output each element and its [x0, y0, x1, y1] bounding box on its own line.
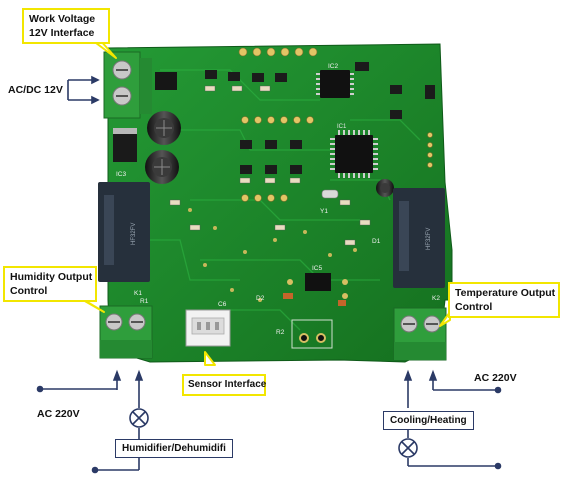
- acdc-arrows: [67, 75, 100, 105]
- work-voltage-line2: 12V Interface: [29, 27, 95, 39]
- bridge-rectifier: [155, 72, 177, 90]
- crystal-y1: [321, 189, 339, 199]
- humidifier-label-box: Humidifier/Dehumidifi: [115, 439, 233, 458]
- pcb-vias: [188, 208, 357, 302]
- d2-label: D2: [256, 295, 265, 302]
- power-terminal-block: [103, 51, 152, 119]
- temperature-line2: Control: [455, 301, 493, 313]
- ac220-left-label: AC 220V: [37, 408, 80, 420]
- ic1-label: IC1: [337, 124, 347, 130]
- smd-transistors: [205, 62, 435, 174]
- ic3-label: IC3: [116, 171, 127, 178]
- relay-k1: HF32FV: [98, 182, 150, 282]
- cooling-heating-label: Cooling/Heating: [390, 415, 467, 426]
- sensor-interface-callout: Sensor Interface: [182, 374, 266, 396]
- ic5-chip: [305, 273, 331, 291]
- work-voltage-line1: Work Voltage: [29, 13, 96, 25]
- k1-label: K1: [134, 290, 142, 297]
- acdc-label: AC/DC 12V: [8, 84, 63, 96]
- temperature-callout: Temperature Output Control: [448, 282, 560, 318]
- header-pins: [238, 47, 433, 202]
- electrolytic-capacitor-3: [376, 179, 394, 197]
- electrolytic-capacitor-2: [145, 150, 179, 184]
- humidity-line2: Control: [10, 285, 48, 297]
- voltage-regulator: [113, 128, 137, 162]
- ic5-label: IC5: [312, 265, 323, 272]
- relay-k2: HF32FV: [393, 188, 445, 288]
- smd-resistors: [169, 85, 371, 246]
- humidity-line1: Humidity Output: [10, 271, 93, 283]
- temperature-line1: Temperature Output: [455, 287, 556, 299]
- r1-label: R1: [140, 298, 149, 305]
- ic2-chip: [316, 70, 354, 98]
- d1-label: D1: [372, 238, 381, 245]
- svg-text:HF32FV: HF32FV: [426, 228, 432, 250]
- humidifier-label: Humidifier/Dehumidifi: [122, 443, 226, 454]
- y1-label: Y1: [320, 208, 328, 215]
- k2-label: K2: [432, 295, 440, 302]
- ic2-label: IC2: [328, 63, 339, 70]
- sensor-pads: [291, 319, 333, 349]
- electrolytic-capacitor-1: [147, 111, 181, 145]
- humidity-terminal-block: [99, 305, 153, 359]
- temperature-terminal-block: [393, 307, 447, 361]
- cooling-lamp-icon: [398, 438, 418, 458]
- c6-label: C6: [218, 301, 227, 308]
- ac220-right-label: AC 220V: [474, 372, 517, 384]
- svg-text:HF32FV: HF32FV: [131, 223, 137, 245]
- work-voltage-callout: Work Voltage 12V Interface: [22, 8, 110, 44]
- temperature-wiring: [403, 369, 502, 470]
- smd-diodes: [283, 293, 346, 306]
- cooling-heating-label-box: Cooling/Heating: [383, 411, 474, 430]
- r2-label: R2: [276, 329, 285, 336]
- ic1-microcontroller: IC1: [330, 124, 378, 178]
- sensor-interface-label: Sensor Interface: [188, 379, 267, 390]
- humidity-callout: Humidity Output Control: [3, 266, 97, 302]
- humidifier-lamp-icon: [129, 408, 149, 428]
- sensor-connector: [185, 309, 231, 347]
